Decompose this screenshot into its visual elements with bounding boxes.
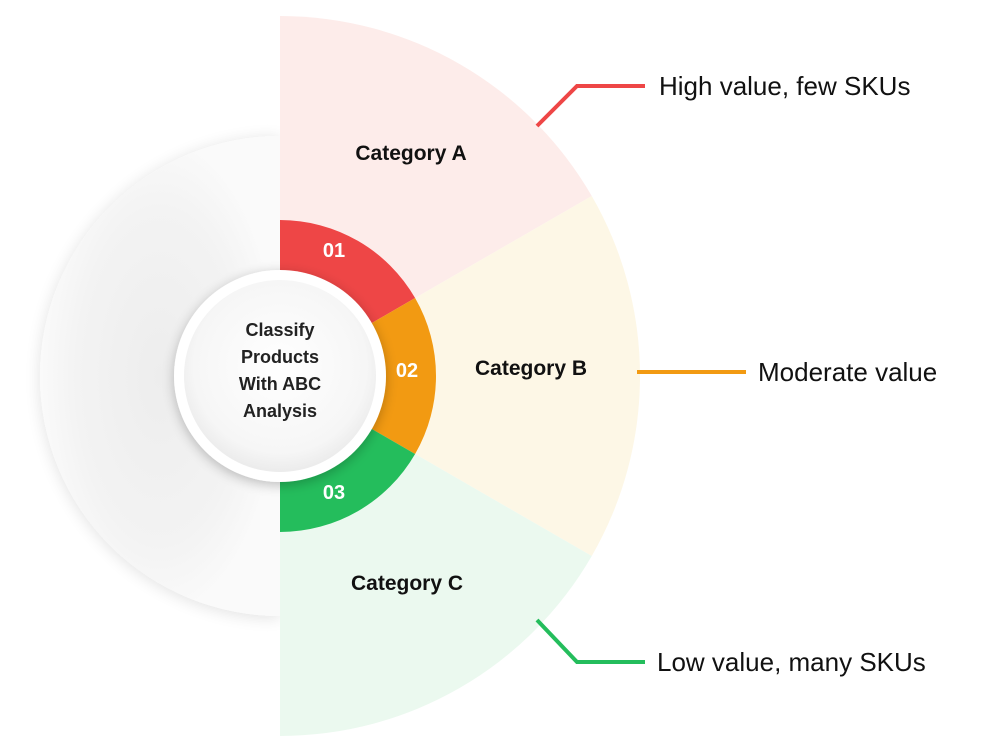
category-c-number: 03 — [323, 482, 345, 504]
category-a-ring-segment — [280, 220, 416, 326]
category-ring — [280, 220, 436, 532]
hub-disc — [184, 280, 376, 472]
hub-text-line-3: With ABC — [239, 374, 321, 394]
category-c-connector — [535, 618, 645, 664]
hub-text-line-4: Analysis — [243, 401, 317, 421]
hub-text-line-1: Classify — [245, 320, 314, 340]
hub-text-line-2: Products — [241, 347, 319, 367]
category-a-connector — [535, 84, 645, 128]
category-a-callout: High value, few SKUs — [659, 71, 910, 101]
callout-connectors — [535, 84, 746, 664]
category-b-callout: Moderate value — [758, 357, 937, 387]
category-b-sector — [280, 196, 641, 556]
category-a-label: Category A — [355, 142, 466, 165]
background-disc — [40, 136, 280, 616]
category-a-number: 01 — [323, 240, 345, 262]
category-c-callout: Low value, many SKUs — [657, 647, 926, 677]
category-c-ring-segment — [280, 426, 416, 532]
category-b-number: 02 — [396, 360, 418, 382]
category-b-ring-segment — [366, 298, 436, 454]
center-hub: Classify Products With ABC Analysis — [174, 270, 386, 482]
category-b-label: Category B — [475, 357, 587, 380]
category-c-label: Category C — [351, 572, 463, 595]
